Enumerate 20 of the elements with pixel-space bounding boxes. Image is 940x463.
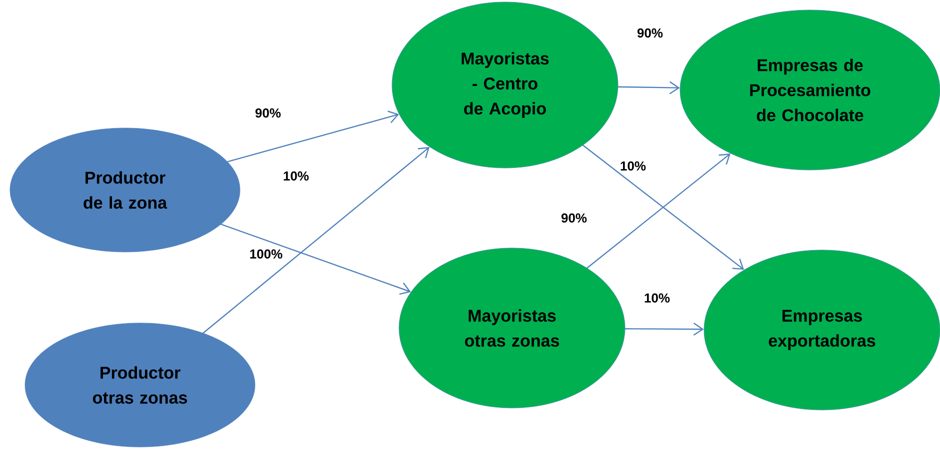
arrow [624, 322, 704, 336]
arrow [226, 110, 400, 162]
ellipse-node: Empresas exportadoras [704, 250, 940, 410]
arrow [220, 224, 411, 295]
ellipse-node: Productor otras zonas [24, 322, 256, 448]
edge-label: 90% [560, 212, 588, 224]
edge-label: 10% [643, 292, 671, 304]
edge-label: 90% [636, 27, 664, 39]
arrow [202, 147, 430, 334]
edge-label: 100% [248, 248, 284, 260]
edge-label: 10% [619, 160, 647, 172]
arrow [582, 144, 744, 270]
ellipse-node: Productor de la zona [10, 128, 240, 252]
ellipse-node: Mayoristas - Centro de Acopio [392, 2, 618, 168]
edge-label: 90% [254, 107, 282, 119]
ellipse-node: Mayoristas otras zonas [398, 248, 626, 408]
ellipse-node: Empresas de Procesamiento de Chocolate [680, 10, 940, 170]
arrow [618, 81, 680, 94]
edge-label: 10% [282, 170, 310, 182]
arrow [586, 154, 730, 269]
